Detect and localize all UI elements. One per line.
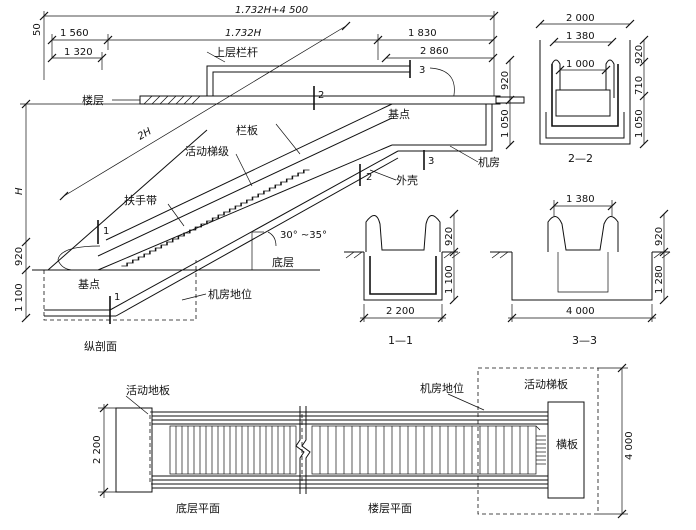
dim-1-1-1100: 1 100 bbox=[444, 265, 455, 294]
dim-1320: 1 320 bbox=[64, 47, 93, 58]
dim-1100-left: 1 100 bbox=[14, 283, 25, 312]
label-ground-floor: 底层 bbox=[272, 255, 294, 269]
label-casing: 外壳 bbox=[396, 173, 418, 187]
dim-920-right: 920 bbox=[500, 71, 511, 90]
third-dimension-row: 1 320 2 860 bbox=[47, 46, 498, 70]
caption-section-2-2: 2—2 bbox=[568, 152, 593, 165]
section-3-3: 1 380 920 1 280 4 000 3—3 bbox=[490, 194, 671, 347]
overall-length-dimension: 1.732H+4 500 bbox=[39, 5, 499, 100]
left-h-dimension: H 920 1 100 bbox=[14, 99, 140, 323]
dim-2-2-1050: 1 050 bbox=[634, 109, 645, 138]
label-moving-step-plate: 活动梯板 bbox=[524, 377, 568, 391]
dim-h: H bbox=[14, 187, 25, 195]
dim-2860: 2 860 bbox=[420, 46, 449, 57]
plan-views: 2 200 4 000 活动地板 机房地位 活动梯板 横板 底层平面 楼层平面 bbox=[92, 363, 635, 519]
caption-section-1-1: 1—1 bbox=[388, 334, 413, 347]
upper-floor-slab: 楼层 bbox=[82, 93, 525, 107]
dim-1-732h: 1.732H bbox=[225, 28, 262, 39]
plan-left-2200-dimension: 2 200 bbox=[92, 403, 116, 498]
caption-floor-plan: 楼层平面 bbox=[368, 501, 412, 515]
dim-3-3-4000: 4 000 bbox=[566, 306, 595, 317]
plan-right-treads bbox=[311, 425, 546, 475]
caption-section-3-3: 3—3 bbox=[572, 334, 597, 347]
diagonal-2h-dimension: 2H bbox=[59, 21, 351, 201]
dim-1830: 1 830 bbox=[408, 28, 437, 39]
ground-moving-floor-plate bbox=[115, 407, 153, 493]
leader-handrail bbox=[167, 203, 185, 227]
label-machine-room-pos: 机房地位 bbox=[208, 287, 252, 301]
lower-railing-swing bbox=[57, 245, 101, 271]
dim-1050-right: 1 050 bbox=[500, 109, 511, 138]
label-upper-railing: 上层栏杆 bbox=[214, 45, 258, 59]
marker-1-top: 1 bbox=[103, 226, 109, 237]
dim-2-2-1380: 1 380 bbox=[566, 31, 595, 42]
caption-long-section: 纵剖面 bbox=[84, 339, 117, 353]
moving-steps-zigzag bbox=[121, 169, 310, 267]
section-2-2: 2 000 1 380 1 000 920 710 1 050 2—2 bbox=[535, 13, 649, 165]
leader-fence-panel bbox=[275, 123, 301, 155]
dim-2-2-2000: 2 000 bbox=[566, 13, 595, 24]
second-dimension-row: 1 560 1.732H 1 830 bbox=[47, 28, 498, 60]
label-floor: 楼层 bbox=[82, 93, 104, 107]
ground-floor-line: 30° ~35° 底层 bbox=[32, 230, 327, 271]
dim-2-2-1000: 1 000 bbox=[566, 59, 595, 70]
leader-moving-floor-plate bbox=[125, 395, 149, 415]
upper-moving-step-plate bbox=[547, 401, 585, 499]
marker-1-bottom: 1 bbox=[114, 292, 120, 303]
dim-plan-2200: 2 200 bbox=[92, 435, 103, 464]
dim-plan-4000: 4 000 bbox=[624, 431, 635, 460]
plan-right-4000-dimension: 4 000 bbox=[598, 363, 635, 519]
leader-moving-steps bbox=[235, 153, 253, 187]
label-plan-machine-room-pos: 机房地位 bbox=[420, 381, 464, 395]
dim-2-2-920: 920 bbox=[634, 45, 645, 64]
dim-3-3-1280: 1 280 bbox=[654, 265, 665, 294]
escalator-truss bbox=[44, 103, 399, 317]
label-fence-panel: 栏板 bbox=[236, 123, 258, 137]
label-machine-room: 机房 bbox=[478, 155, 500, 169]
plan-break-line bbox=[295, 406, 311, 494]
plan-outer-rails bbox=[152, 411, 548, 489]
longitudinal-section: 1.732H+4 500 50 1 560 1.732H 1 830 1 320 bbox=[14, 5, 525, 353]
dim-total-length: 1.732H+4 500 bbox=[235, 5, 308, 16]
label-angle: 30° ~35° bbox=[280, 230, 327, 241]
label-base-point-top: 基点 bbox=[388, 108, 410, 121]
section-1-1: 920 1 100 2 200 1—1 bbox=[344, 209, 461, 347]
label-base-point-bottom: 基点 bbox=[78, 278, 100, 291]
plan-left-treads bbox=[169, 425, 297, 475]
upper-right-dimensions: 920 1 050 bbox=[500, 55, 515, 150]
label-handrail: 扶手带 bbox=[124, 193, 157, 207]
caption-ground-plan: 底层平面 bbox=[176, 501, 220, 515]
label-cross-plate: 横板 bbox=[556, 437, 578, 451]
dim-50: 50 bbox=[32, 23, 43, 36]
dim-1-1-920: 920 bbox=[444, 227, 455, 246]
dim-1-1-2200: 2 200 bbox=[386, 306, 415, 317]
dim-1560: 1 560 bbox=[60, 28, 89, 39]
leader-machine-room-pos bbox=[447, 393, 485, 411]
upper-railing: 上层栏杆 3 bbox=[206, 45, 455, 105]
dim-2h: 2H bbox=[136, 126, 154, 143]
upper-machine-room: 机房 bbox=[392, 104, 500, 169]
marker-2-bottom: 2 bbox=[366, 172, 372, 183]
label-moving-floor-plate: 活动地板 bbox=[126, 383, 170, 397]
marker-2-top: 2 bbox=[318, 90, 324, 101]
marker-3-top: 3 bbox=[419, 65, 425, 76]
dim-3-3-920: 920 bbox=[654, 227, 665, 246]
leader-casing bbox=[369, 169, 397, 181]
dim-2-2-710: 710 bbox=[634, 76, 645, 95]
dim-920-left: 920 bbox=[14, 247, 25, 266]
dim-3-3-1380: 1 380 bbox=[566, 194, 595, 205]
marker-3-bottom: 3 bbox=[428, 156, 434, 167]
lower-machine-room-position: 机房地位 bbox=[43, 260, 252, 321]
label-moving-steps: 活动梯级 bbox=[185, 145, 229, 158]
